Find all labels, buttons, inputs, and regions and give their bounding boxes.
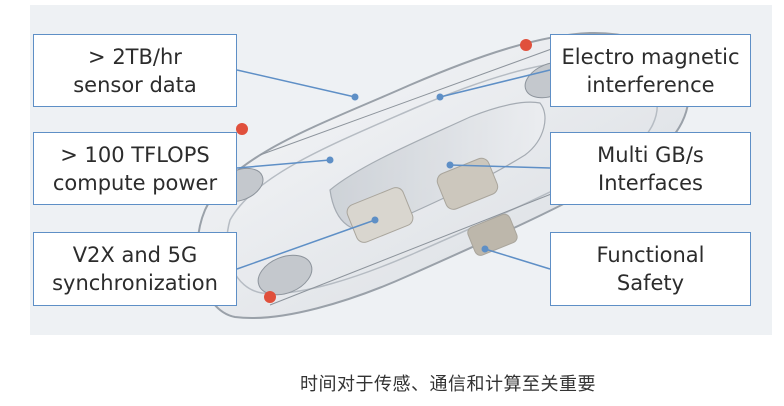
leader-line-safety: [485, 249, 550, 269]
callout-v2x-synchronization: V2X and 5G synchronization: [33, 232, 237, 306]
leader-dot: [437, 94, 444, 101]
figure-caption: 时间对于传感、通信和计算至关重要: [300, 370, 720, 396]
sensor-marker: [264, 291, 276, 303]
car-diagram: > 2TB/hr sensor data > 100 TFLOPS comput…: [30, 5, 772, 335]
callout-safety-label: Functional Safety: [596, 241, 704, 297]
leader-dot: [352, 94, 359, 101]
callout-compute-power: > 100 TFLOPS compute power: [33, 132, 237, 205]
leader-dot: [372, 217, 379, 224]
callout-multi-gbs-interfaces: Multi GB/s Interfaces: [550, 132, 751, 205]
leader-dot: [327, 157, 334, 164]
callout-v2x-label: V2X and 5G synchronization: [52, 241, 218, 297]
callout-electromagnetic-interference: Electro magnetic interference: [550, 34, 751, 107]
leader-dot: [447, 162, 454, 169]
callout-functional-safety: Functional Safety: [550, 232, 751, 306]
callout-sensor-data-label: > 2TB/hr sensor data: [73, 43, 197, 99]
callout-emi-label: Electro magnetic interference: [562, 43, 740, 99]
sensor-marker: [520, 39, 532, 51]
leader-dot: [482, 246, 489, 253]
leader-line-sensor: [237, 70, 355, 97]
callout-multigb-label: Multi GB/s Interfaces: [597, 141, 704, 197]
sensor-marker: [236, 123, 248, 135]
callout-sensor-data: > 2TB/hr sensor data: [33, 34, 237, 107]
callout-compute-power-label: > 100 TFLOPS compute power: [53, 141, 217, 197]
